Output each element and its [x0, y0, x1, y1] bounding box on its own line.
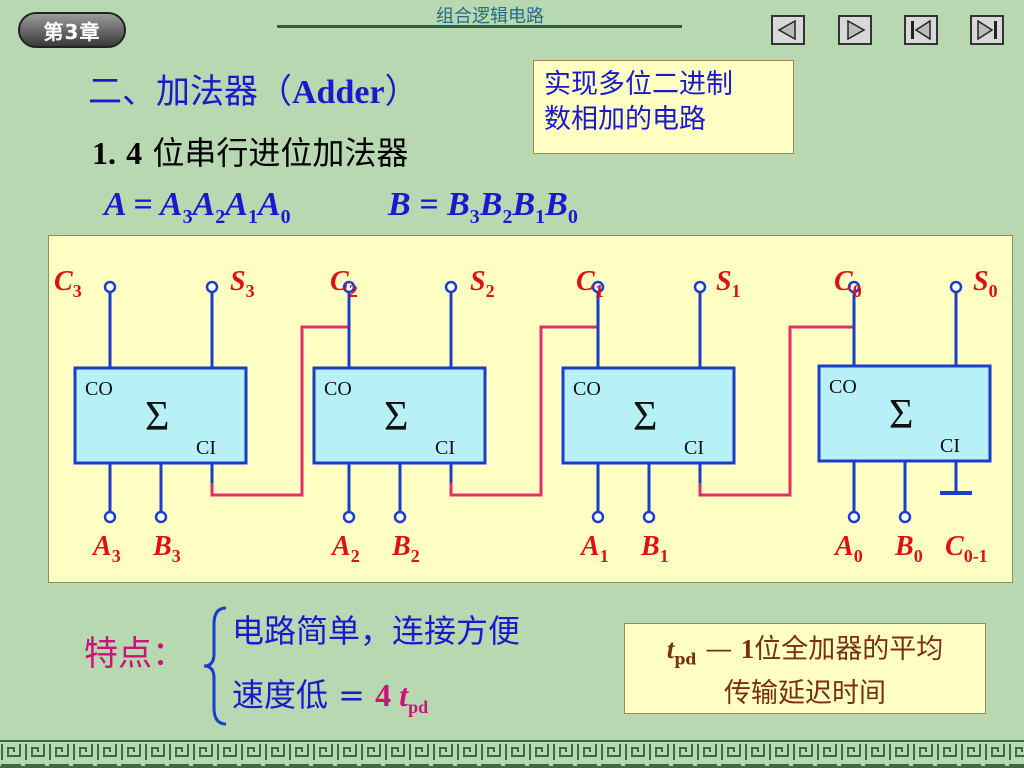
ci-label: CI	[196, 437, 216, 459]
formula-b-term: B1	[512, 186, 546, 228]
nav-last-button[interactable]	[970, 15, 1004, 45]
full-adder-block	[73, 366, 248, 465]
terminal-a	[847, 510, 861, 524]
terminal-b	[154, 510, 168, 524]
features-label: 特点：	[84, 634, 186, 674]
nav-first-button[interactable]	[904, 15, 938, 45]
first-icon	[911, 19, 931, 41]
co-label: CO	[829, 376, 857, 398]
subsection-heading: 1. 4 位串行进位加法器	[92, 134, 409, 172]
co-label: CO	[324, 378, 352, 400]
sigma-symbol: Σ	[145, 394, 169, 440]
terminal-a	[591, 510, 605, 524]
footer-border	[0, 740, 1024, 768]
previous-icon	[777, 19, 796, 41]
formula-a-lhs: A =	[104, 186, 160, 223]
nav-previous-button[interactable]	[771, 15, 805, 45]
ci-label: CI	[940, 435, 960, 457]
terminal-co	[103, 280, 117, 294]
last-icon	[977, 19, 997, 41]
next-icon	[847, 19, 866, 41]
formula-b-term: B2	[479, 186, 513, 228]
formula-a-term: A1	[225, 186, 258, 228]
terminal-co	[591, 280, 605, 294]
terminal-co	[847, 280, 861, 294]
sigma-symbol: Σ	[889, 392, 913, 438]
section-heading: 二、加法器（Adder）	[88, 72, 419, 112]
terminal-co	[342, 280, 356, 294]
terminal-a	[342, 510, 356, 524]
terminal-b	[898, 510, 912, 524]
formula-b-lhs: B =	[388, 186, 448, 223]
chapter-badge[interactable]: 第3章	[18, 12, 126, 48]
co-label: CO	[85, 378, 113, 400]
terminal-sum	[205, 280, 219, 294]
formula-b-term: B0	[545, 186, 578, 228]
full-adder-block	[312, 366, 487, 465]
terminal-sum	[949, 280, 963, 294]
formula-a-term: A2	[192, 186, 226, 228]
full-adder-block	[817, 364, 992, 463]
feature-item-simple: 电路简单，连接方便	[232, 612, 521, 650]
terminal-b	[393, 510, 407, 524]
formula-a-term: A0	[257, 186, 291, 228]
bottom-terminal-label: B3	[152, 531, 181, 566]
note-description: 实现多位二进制数相加的电路	[533, 60, 794, 154]
ci-label: CI	[435, 437, 455, 459]
nav-next-button[interactable]	[838, 15, 872, 45]
terminal-sum	[693, 280, 707, 294]
formula-a: A = A3A2A1A0	[104, 186, 291, 229]
ci-label: CI	[684, 437, 704, 459]
co-label: CO	[573, 378, 601, 400]
note-tpd-definition: tpd — 1位全加器的平均 传输延迟时间	[624, 623, 986, 714]
terminal-b	[642, 510, 656, 524]
formula-b-term: B3	[447, 186, 480, 228]
terminal-a	[103, 510, 117, 524]
features-brace	[203, 606, 227, 726]
feature-item-speed: 速度低 = 4 tpd	[232, 676, 429, 718]
sigma-symbol: Σ	[633, 394, 657, 440]
slide-section-title: 组合逻辑电路	[436, 6, 544, 27]
full-adder-block	[561, 366, 736, 465]
formula-a-term: A3	[159, 186, 193, 228]
formula-b: B = B3B2B1B0	[388, 186, 578, 229]
sigma-symbol: Σ	[384, 394, 408, 440]
terminal-sum	[444, 280, 458, 294]
title-underline	[277, 25, 682, 28]
